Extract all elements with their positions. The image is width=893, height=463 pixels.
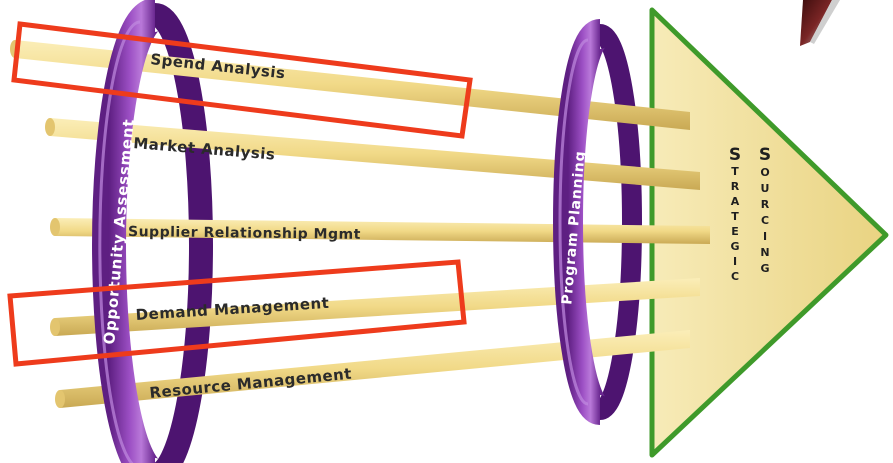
arrow-letter: I <box>733 255 737 268</box>
rod-market-analysis <box>45 118 700 190</box>
rod-supplier-relationship-mgmt <box>50 218 710 244</box>
highlight-box-spend-analysis <box>11 21 473 139</box>
arrow-letter: C <box>731 270 739 283</box>
arrow-letter: N <box>760 246 769 259</box>
arrow-letter: G <box>730 240 739 253</box>
left-ring <box>92 0 160 463</box>
arrow-letter: R <box>731 180 740 193</box>
rod-resource-management <box>55 330 690 408</box>
arrow-letter: A <box>731 195 740 208</box>
arrow-letter: T <box>731 210 739 223</box>
arrow-letter: S <box>729 145 741 165</box>
arrow-letter: R <box>761 198 770 211</box>
arrow-letter: U <box>761 182 770 195</box>
arrow-letter: G <box>760 262 769 275</box>
middle-ring <box>553 19 607 425</box>
rods-layer <box>10 40 710 408</box>
arrow-letter: S <box>759 145 771 165</box>
arrow-letter: O <box>760 166 769 179</box>
rod-demand-management <box>50 278 700 336</box>
corner-decoration <box>800 0 840 46</box>
rod-label-resource-management: Resource Management <box>149 365 353 402</box>
arrow-letter: I <box>763 230 767 243</box>
arrow-letter: T <box>731 165 739 178</box>
arrow-letter: E <box>731 225 739 238</box>
arrow-letter: C <box>761 214 769 227</box>
highlight-box-demand-management <box>7 259 467 367</box>
rod-label-supplier-relationship-mgmt: Supplier Relationship Mgmt <box>128 224 361 243</box>
